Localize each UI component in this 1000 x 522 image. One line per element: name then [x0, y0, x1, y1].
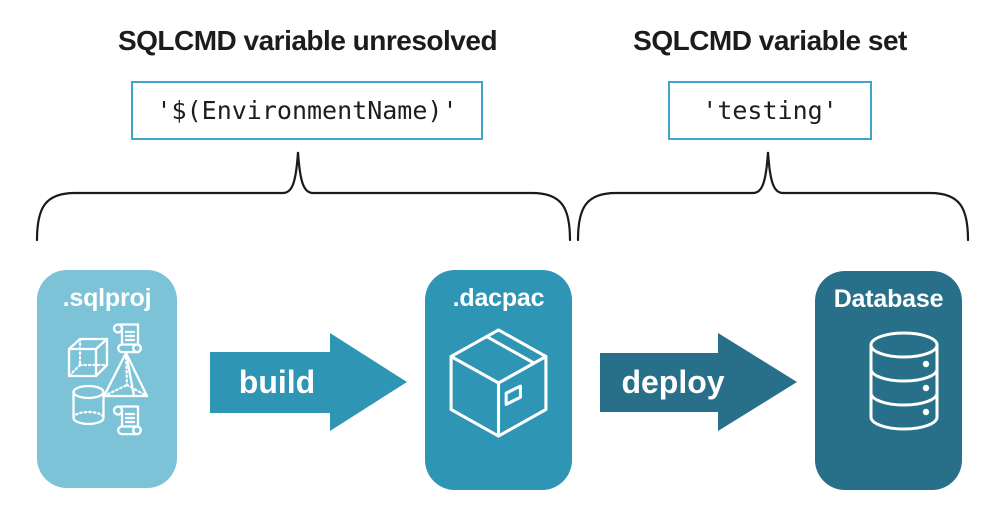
node-sqlproj: .sqlproj [37, 270, 177, 488]
annotation-title-unresolved: SQLCMD variable unresolved [117, 25, 498, 56]
node-database-label: Database [833, 285, 944, 313]
build-arrow-shape [210, 333, 407, 431]
code-snippet-unresolved: '$(EnvironmentName)' [131, 81, 483, 140]
build-arrow-label: build [238, 364, 316, 400]
database-icon [869, 331, 939, 431]
cube-icon [67, 337, 109, 378]
scroll-icon [112, 323, 142, 354]
node-dacpac-label: .dacpac [452, 284, 545, 312]
pyramid-icon [102, 351, 149, 398]
code-text-unresolved: '$(EnvironmentName)' [156, 96, 458, 125]
code-text-set: 'testing' [702, 96, 838, 125]
package-icon [449, 328, 548, 438]
deploy-arrow-shape [600, 333, 797, 431]
node-database: Database [815, 271, 962, 490]
code-snippet-set: 'testing' [668, 81, 872, 140]
node-dacpac: .dacpac [425, 270, 572, 490]
brace-left [35, 151, 572, 242]
scroll-icon [112, 405, 142, 436]
deploy-arrow-label: deploy [621, 364, 725, 400]
cylinder-icon [72, 384, 105, 426]
annotation-title-set: SQLCMD variable set [633, 25, 907, 56]
brace-right [576, 151, 970, 242]
sql-objects-icon [67, 323, 149, 436]
node-sqlproj-label: .sqlproj [62, 284, 152, 312]
